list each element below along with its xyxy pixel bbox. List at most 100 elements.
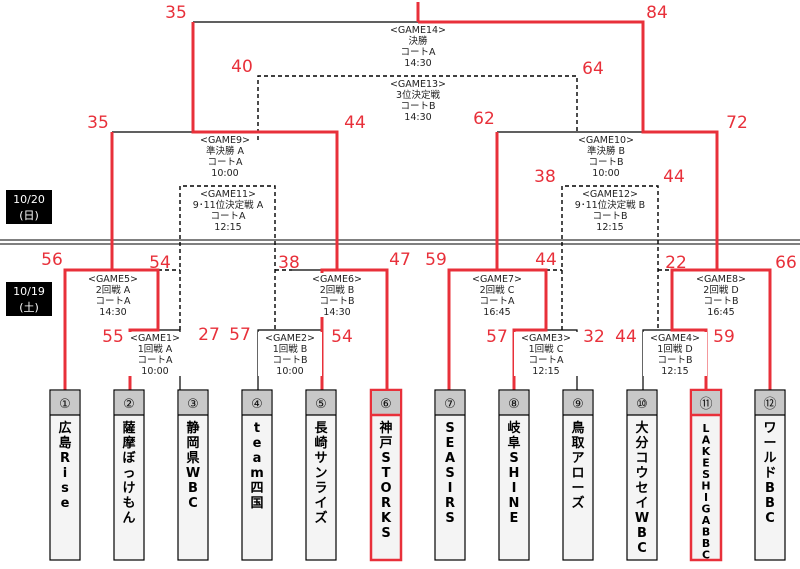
game-label-line: 1回戦 D <box>657 343 692 355</box>
game-label-bg <box>123 332 187 376</box>
day-label-saturday: 10/19 (土) <box>6 282 52 316</box>
seed-cell <box>756 391 784 415</box>
team-seed: ④ <box>251 397 263 412</box>
game-label-line: 1回戦 A <box>138 343 173 355</box>
game-label-bg <box>182 188 274 232</box>
game-label-line: コートB <box>319 296 354 307</box>
game-label-line: 決勝 <box>408 35 428 47</box>
game-label-line: <GAME9> <box>200 135 250 146</box>
team-name: 薩摩ぼっけもん <box>122 420 136 526</box>
team-seed: ⑩ <box>636 397 648 412</box>
score-g4-left: 44 <box>615 327 637 347</box>
winner-path-7 <box>447 132 499 390</box>
game11-line <box>179 185 276 330</box>
game-label-line: <GAME4> <box>650 333 700 344</box>
team-box-frame <box>177 389 209 561</box>
game-label-line: 10:00 <box>276 366 303 377</box>
team-box-frame <box>562 389 594 561</box>
score-g12-left: 38 <box>534 167 556 187</box>
game-label-line: 3位決定戦 <box>396 89 441 101</box>
game-label-line: コートB <box>400 101 435 112</box>
game-label-line: 9･11位決定戦 A <box>193 199 264 211</box>
score-g8-left: 22 <box>665 253 687 273</box>
winner-path-6 <box>191 22 389 390</box>
game-label-line: コートA <box>480 296 516 307</box>
game-label-line: 10:00 <box>592 168 619 179</box>
game-label-line: コートA <box>401 47 437 58</box>
day-sunday-weekday: (日) <box>19 209 39 222</box>
game-label-bg <box>193 134 257 178</box>
game-label-line: 12:15 <box>532 366 559 377</box>
day-saturday-weekday: (土) <box>19 301 39 314</box>
game-label-bg <box>689 273 753 317</box>
team-seed: ② <box>123 397 135 412</box>
game-label-line: 14:30 <box>99 307 126 318</box>
score-g10-right: 72 <box>726 113 748 133</box>
game-label-line: 12:15 <box>596 222 623 233</box>
game-label-line: <GAME13> <box>390 79 446 90</box>
game-label-bg <box>258 332 322 376</box>
game-label-bg <box>386 78 450 122</box>
score-g9-right: 44 <box>344 113 366 133</box>
game-label-line: 12:15 <box>661 366 688 377</box>
score-g9-left: 35 <box>87 113 109 133</box>
score-g14-right: 84 <box>646 3 668 23</box>
score-g8-right: 66 <box>775 253 797 273</box>
team-seed: ⑪ <box>699 397 712 412</box>
seed-cell <box>628 391 656 415</box>
score-g13-left: 40 <box>231 57 253 77</box>
game-label-bg <box>465 273 529 317</box>
score-g4-right: 59 <box>713 327 735 347</box>
game-label-line: 14:30 <box>323 307 350 318</box>
game-label-line: <GAME6> <box>312 274 362 285</box>
game-label-line: <GAME3> <box>521 333 571 344</box>
score-g6-right: 47 <box>389 250 411 270</box>
game-label-line: コートB <box>588 157 623 168</box>
game-label-line: 2回戦 C <box>480 284 515 296</box>
day-label-sunday: 10/20 (日) <box>6 190 52 224</box>
game-label-line: コートB <box>657 355 692 366</box>
team-box-2: ② 薩摩ぼっけもん <box>113 389 145 561</box>
score-g12-right: 44 <box>663 167 685 187</box>
seed-cell <box>51 391 79 415</box>
game-label-bg <box>305 273 369 317</box>
game-label-line: コートA <box>211 211 247 222</box>
game-label-line: 9･11位決定戦 B <box>575 199 645 211</box>
game-label-bg <box>81 273 145 317</box>
score-g2-left: 57 <box>229 325 251 345</box>
game-label-line: 1回戦 B <box>273 343 308 355</box>
game-label-line: <GAME11> <box>200 189 256 200</box>
game-label-bg <box>574 134 638 178</box>
team-seed: ⑫ <box>763 397 776 412</box>
team-seed: ③ <box>187 397 199 412</box>
game-label-line: 準決勝 B <box>587 145 625 157</box>
team-seed: ⑦ <box>444 397 456 412</box>
score-g2-right: 54 <box>331 327 353 347</box>
game-label-line: 1回戦 C <box>529 343 564 355</box>
score-g10-left: 62 <box>473 109 495 129</box>
team-seed: ① <box>59 397 71 412</box>
game-label-line: 10:00 <box>141 366 168 377</box>
game-label-line: コートA <box>96 296 132 307</box>
